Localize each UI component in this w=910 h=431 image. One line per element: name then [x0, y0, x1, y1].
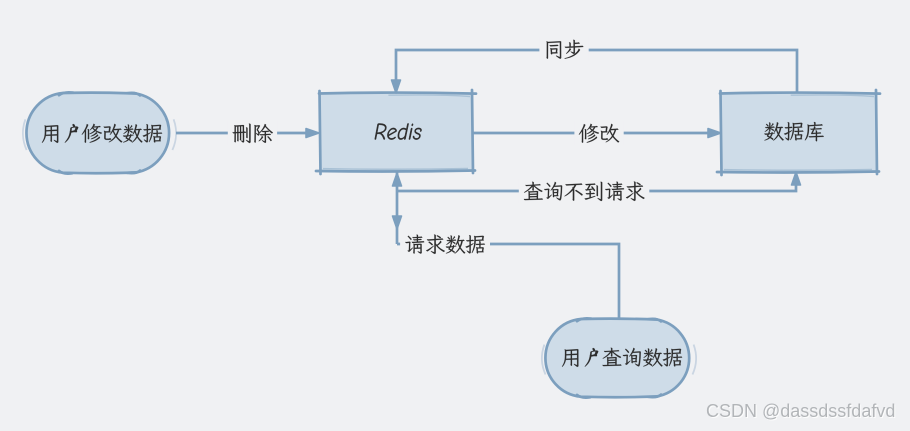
svg-text:CSDN @dassdssfdafvd: CSDN @dassdssfdafvd	[707, 402, 896, 422]
svg-text:CSDN @dassdssfdafvd: CSDN @dassdssfdafvd	[706, 401, 895, 421]
